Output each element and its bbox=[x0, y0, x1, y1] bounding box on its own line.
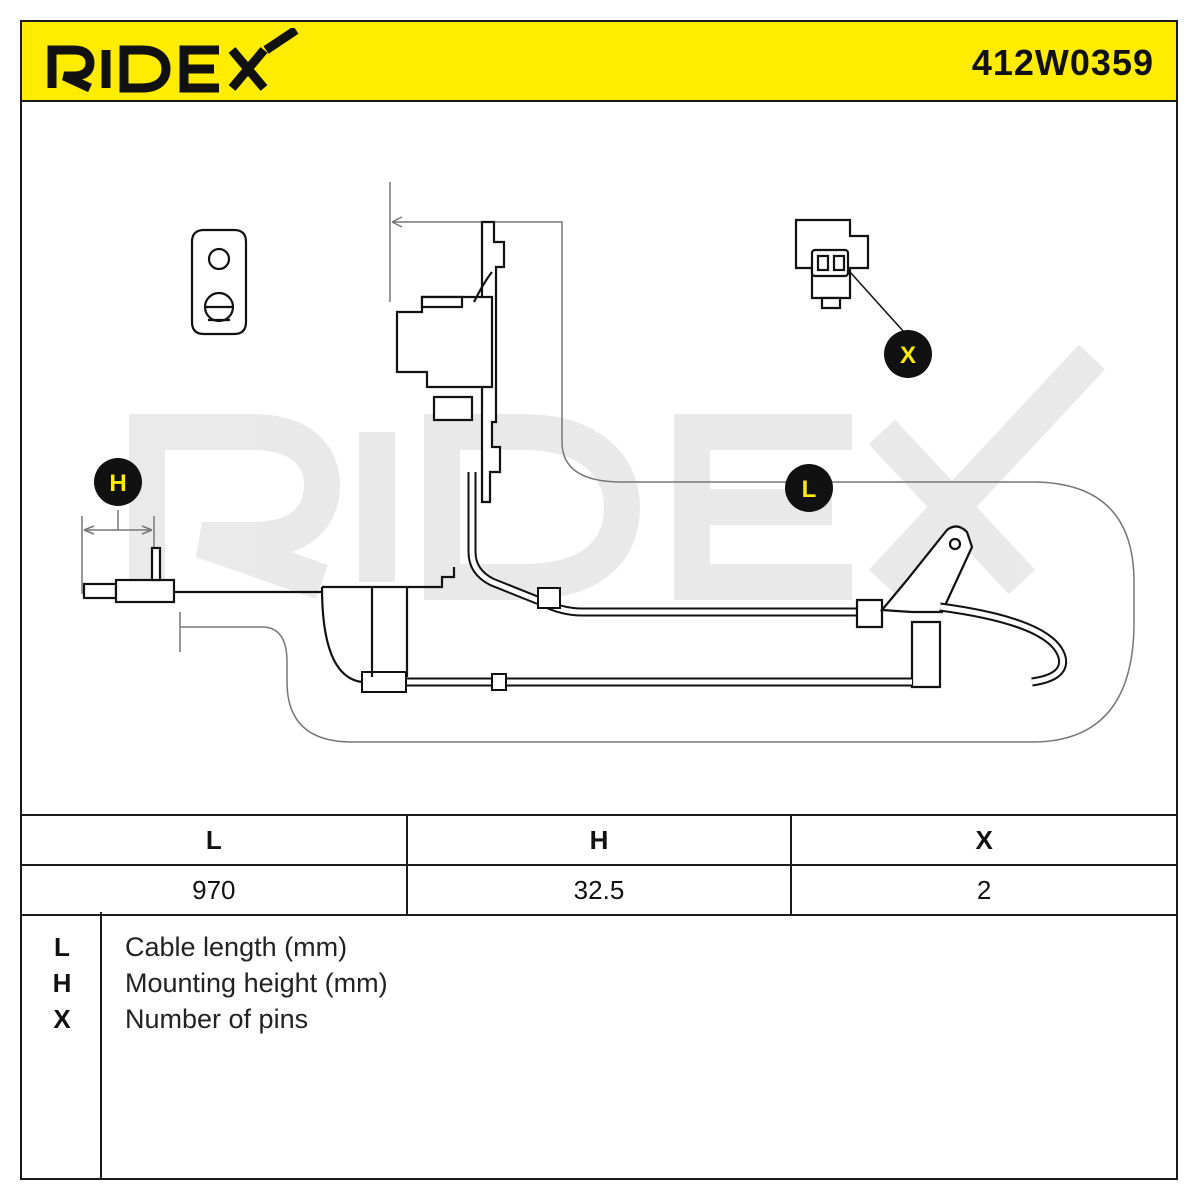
legend-desc-H: Mounting height (mm) bbox=[125, 968, 388, 998]
header-cell-H: H bbox=[405, 814, 792, 865]
callout-X: X bbox=[884, 330, 932, 378]
table-values-row: 970 32.5 2 bbox=[22, 864, 1176, 916]
header-bar: 412W0359 bbox=[22, 22, 1176, 102]
callout-L: L bbox=[785, 464, 833, 512]
svg-text:X: X bbox=[900, 342, 916, 369]
watermark-logo bbox=[129, 344, 1106, 600]
value-cell-X: 2 bbox=[790, 864, 1176, 916]
legend-desc-L: Cable length (mm) bbox=[125, 932, 348, 962]
legend-key-H: H bbox=[52, 968, 72, 998]
value-cell-H: 32.5 bbox=[405, 864, 792, 916]
legend-desc-X: Number of pins bbox=[125, 1004, 309, 1034]
legend-key-X: X bbox=[53, 1004, 71, 1034]
callout-H: H bbox=[94, 458, 142, 506]
header-cell-X: X bbox=[790, 814, 1176, 865]
value-cell-L: 970 bbox=[22, 864, 407, 916]
svg-text:H: H bbox=[109, 470, 126, 497]
part-number: 412W0359 bbox=[971, 42, 1154, 83]
legend: L Cable length (mm) H Mounting height (m… bbox=[22, 912, 1176, 1180]
technical-drawing: H L X bbox=[22, 102, 1176, 814]
brand-logo bbox=[44, 26, 304, 103]
svg-text:L: L bbox=[802, 476, 817, 503]
legend-key-L: L bbox=[54, 932, 70, 962]
mounting-bracket-icon bbox=[190, 228, 248, 336]
connector-icon bbox=[794, 218, 870, 310]
dimensions-table: L H X 970 32.5 2 bbox=[22, 814, 1176, 916]
header-cell-L: L bbox=[22, 814, 407, 865]
drawing-frame: 412W0359 bbox=[20, 20, 1178, 1180]
legend-key-column bbox=[22, 912, 102, 1180]
table-header-row: L H X bbox=[22, 814, 1176, 865]
